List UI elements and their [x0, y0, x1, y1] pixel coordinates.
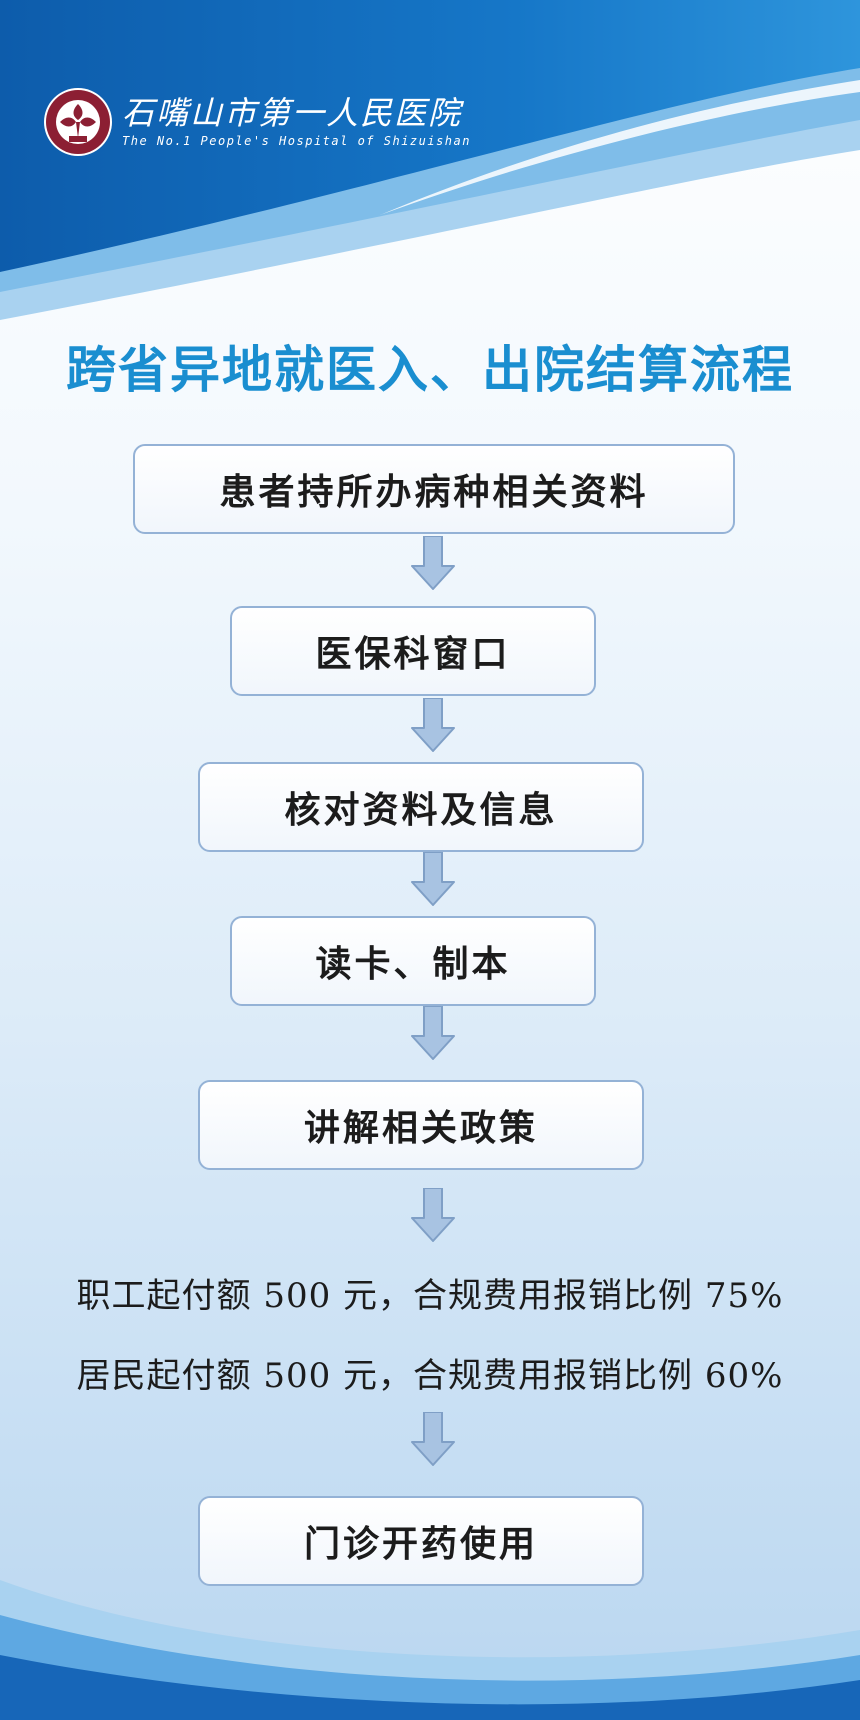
rate-resident: 居民起付额 500 元，合规费用报销比例 60%: [76, 1356, 784, 1396]
step-bring-materials: 患者持所办病种相关资料: [133, 444, 735, 534]
hospital-logo: 石嘴山市第一人民医院 The No.1 People's Hospital of…: [42, 82, 482, 162]
step-read-card: 读卡、制本: [230, 916, 596, 1006]
flow-arrow-down-icon: [411, 1188, 455, 1242]
hospital-name-en: The No.1 People's Hospital of Shizuishan: [122, 134, 471, 148]
step-explain-policy: 讲解相关政策: [198, 1080, 644, 1170]
flow-arrow-down-icon: [411, 1006, 455, 1060]
step-verify-info: 核对资料及信息: [198, 762, 644, 852]
footer-wave-background: [0, 1580, 860, 1720]
rate-employee: 职工起付额 500 元，合规费用报销比例 75%: [76, 1276, 784, 1316]
flow-arrow-down-icon: [411, 852, 455, 906]
header-wave-background: [0, 0, 860, 320]
flow-arrow-down-icon: [411, 1412, 455, 1466]
step-outpatient-medication: 门诊开药使用: [198, 1496, 644, 1586]
flow-arrow-down-icon: [411, 536, 455, 590]
hospital-seal-icon: [44, 88, 112, 156]
hospital-name-cn: 石嘴山市第一人民医院: [122, 94, 463, 132]
flow-arrow-down-icon: [411, 698, 455, 752]
step-insurance-window: 医保科窗口: [230, 606, 596, 696]
page-title: 跨省异地就医入、出院结算流程: [66, 341, 794, 399]
